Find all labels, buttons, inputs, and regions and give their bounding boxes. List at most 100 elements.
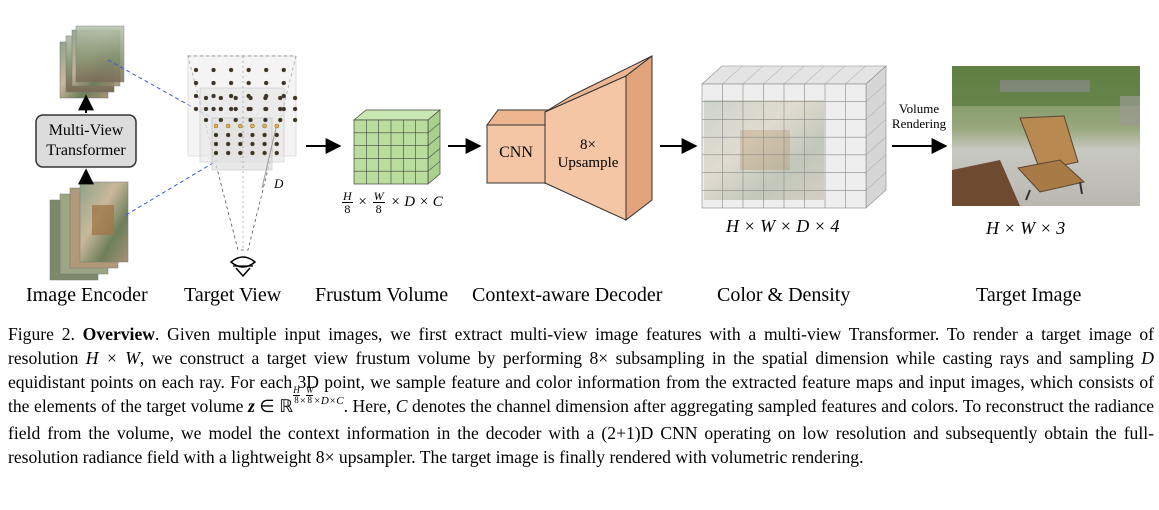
caption-text-5: denotes the channel dimension after aggr…	[8, 396, 1155, 467]
sample-point	[213, 123, 219, 129]
depth-label: D	[274, 176, 284, 191]
sample-point	[228, 67, 234, 73]
sample-point	[213, 150, 219, 156]
sample-point	[274, 141, 279, 147]
sample-point	[218, 117, 224, 123]
transformer-label: Multi-View Transformer	[36, 121, 136, 161]
sample-point	[248, 117, 253, 123]
sample-point	[238, 141, 243, 147]
figure-caption: Figure 2. Overview. Given multiple input…	[8, 324, 1155, 467]
sample-point	[263, 106, 268, 112]
sample-point	[248, 95, 253, 101]
caption-math-c: C	[395, 396, 408, 416]
caption-math-d: D	[1141, 348, 1155, 368]
sample-point	[228, 80, 234, 86]
sample-point	[238, 150, 243, 156]
sample-point	[262, 132, 267, 138]
stage-label-image-encoder: Image Encoder	[26, 284, 148, 306]
frustum-dims-rest: × D × C	[390, 193, 443, 210]
sample-point	[264, 80, 269, 86]
transformer-label-line2: Transformer	[46, 142, 126, 159]
sample-point	[211, 106, 216, 112]
sample-point	[263, 95, 268, 101]
projection-line-lower	[125, 159, 219, 216]
sample-point	[246, 67, 251, 73]
sample-point	[203, 95, 209, 101]
sample-point	[228, 106, 234, 112]
transformer-box	[35, 114, 137, 168]
sample-point	[238, 132, 243, 138]
sample-point	[218, 95, 224, 101]
sample-point	[250, 132, 255, 138]
stage-label-decoder: Context-aware Decoder	[472, 284, 663, 306]
upsample-factor-label: 8×	[580, 137, 596, 153]
caption-text-4: . Here,	[343, 396, 396, 416]
sample-point	[233, 106, 238, 112]
sample-point	[262, 123, 267, 129]
volume-rendering-line2: Rendering	[891, 116, 947, 131]
stage-label-target-view: Target View	[184, 284, 282, 306]
sample-point	[225, 150, 231, 156]
caption-math-in-r: ∈ ℝ	[254, 396, 294, 416]
sample-point	[203, 106, 209, 112]
sample-point	[250, 123, 255, 129]
sample-point	[218, 106, 224, 112]
target-image	[952, 66, 1140, 206]
upsample-word-label: Upsample	[557, 155, 619, 171]
sample-point	[211, 93, 216, 99]
upsample-label: 8× Upsample	[550, 136, 626, 172]
eye-icon	[229, 256, 257, 278]
sample-point	[211, 67, 216, 73]
sample-point	[213, 132, 219, 138]
sample-point	[250, 150, 255, 156]
sample-point	[278, 106, 283, 112]
sample-point	[278, 95, 283, 101]
sample-point	[281, 93, 286, 99]
caption-text-2: , we construct a target view frustum vol…	[139, 348, 1142, 368]
target-view-frustum	[187, 55, 298, 278]
sample-point	[213, 141, 219, 147]
sample-point	[225, 132, 231, 138]
caption-math-hw: H × W	[85, 348, 140, 368]
sample-point	[274, 150, 279, 156]
color-density-dims: H × W × D × 4	[726, 216, 840, 236]
feature-map-stack	[59, 25, 125, 99]
sample-point	[262, 150, 267, 156]
volume-rendering-label: Volume Rendering	[884, 101, 954, 131]
upsample-block	[544, 54, 653, 222]
frustum-volume-cube	[353, 109, 441, 185]
sample-point	[193, 80, 199, 86]
sample-point	[233, 95, 238, 101]
sample-point	[264, 67, 269, 73]
stage-label-color-density: Color & Density	[717, 284, 851, 306]
sample-point	[246, 80, 251, 86]
sample-point	[225, 141, 231, 147]
sample-point	[203, 117, 209, 123]
volume-rendering-line1: Volume	[898, 101, 940, 116]
color-density-volume	[701, 65, 887, 209]
caption-text-1: . Given multiple input images, we first …	[8, 324, 1154, 368]
stage-label-frustum-volume: Frustum Volume	[315, 284, 449, 306]
caption-fig-number: Figure 2.	[8, 324, 75, 344]
stage-label-target-image: Target Image	[976, 284, 1082, 306]
target-image-dims: H × W × 3	[986, 218, 1066, 238]
sample-point	[238, 123, 243, 129]
sample-point	[262, 141, 267, 147]
sample-point	[292, 117, 298, 123]
sample-point	[263, 117, 268, 123]
sample-point	[233, 117, 238, 123]
overview-diagram	[35, 25, 1140, 281]
sample-point	[225, 123, 231, 129]
caption-text-3: equidistant points on each ray. For each…	[8, 372, 1154, 416]
sample-point	[248, 106, 253, 112]
sample-point	[281, 67, 286, 73]
sample-point	[250, 141, 255, 147]
sample-point	[278, 117, 283, 123]
sample-point	[281, 80, 286, 86]
transformer-label-line1: Multi-View	[48, 122, 124, 139]
sample-point	[193, 93, 199, 99]
